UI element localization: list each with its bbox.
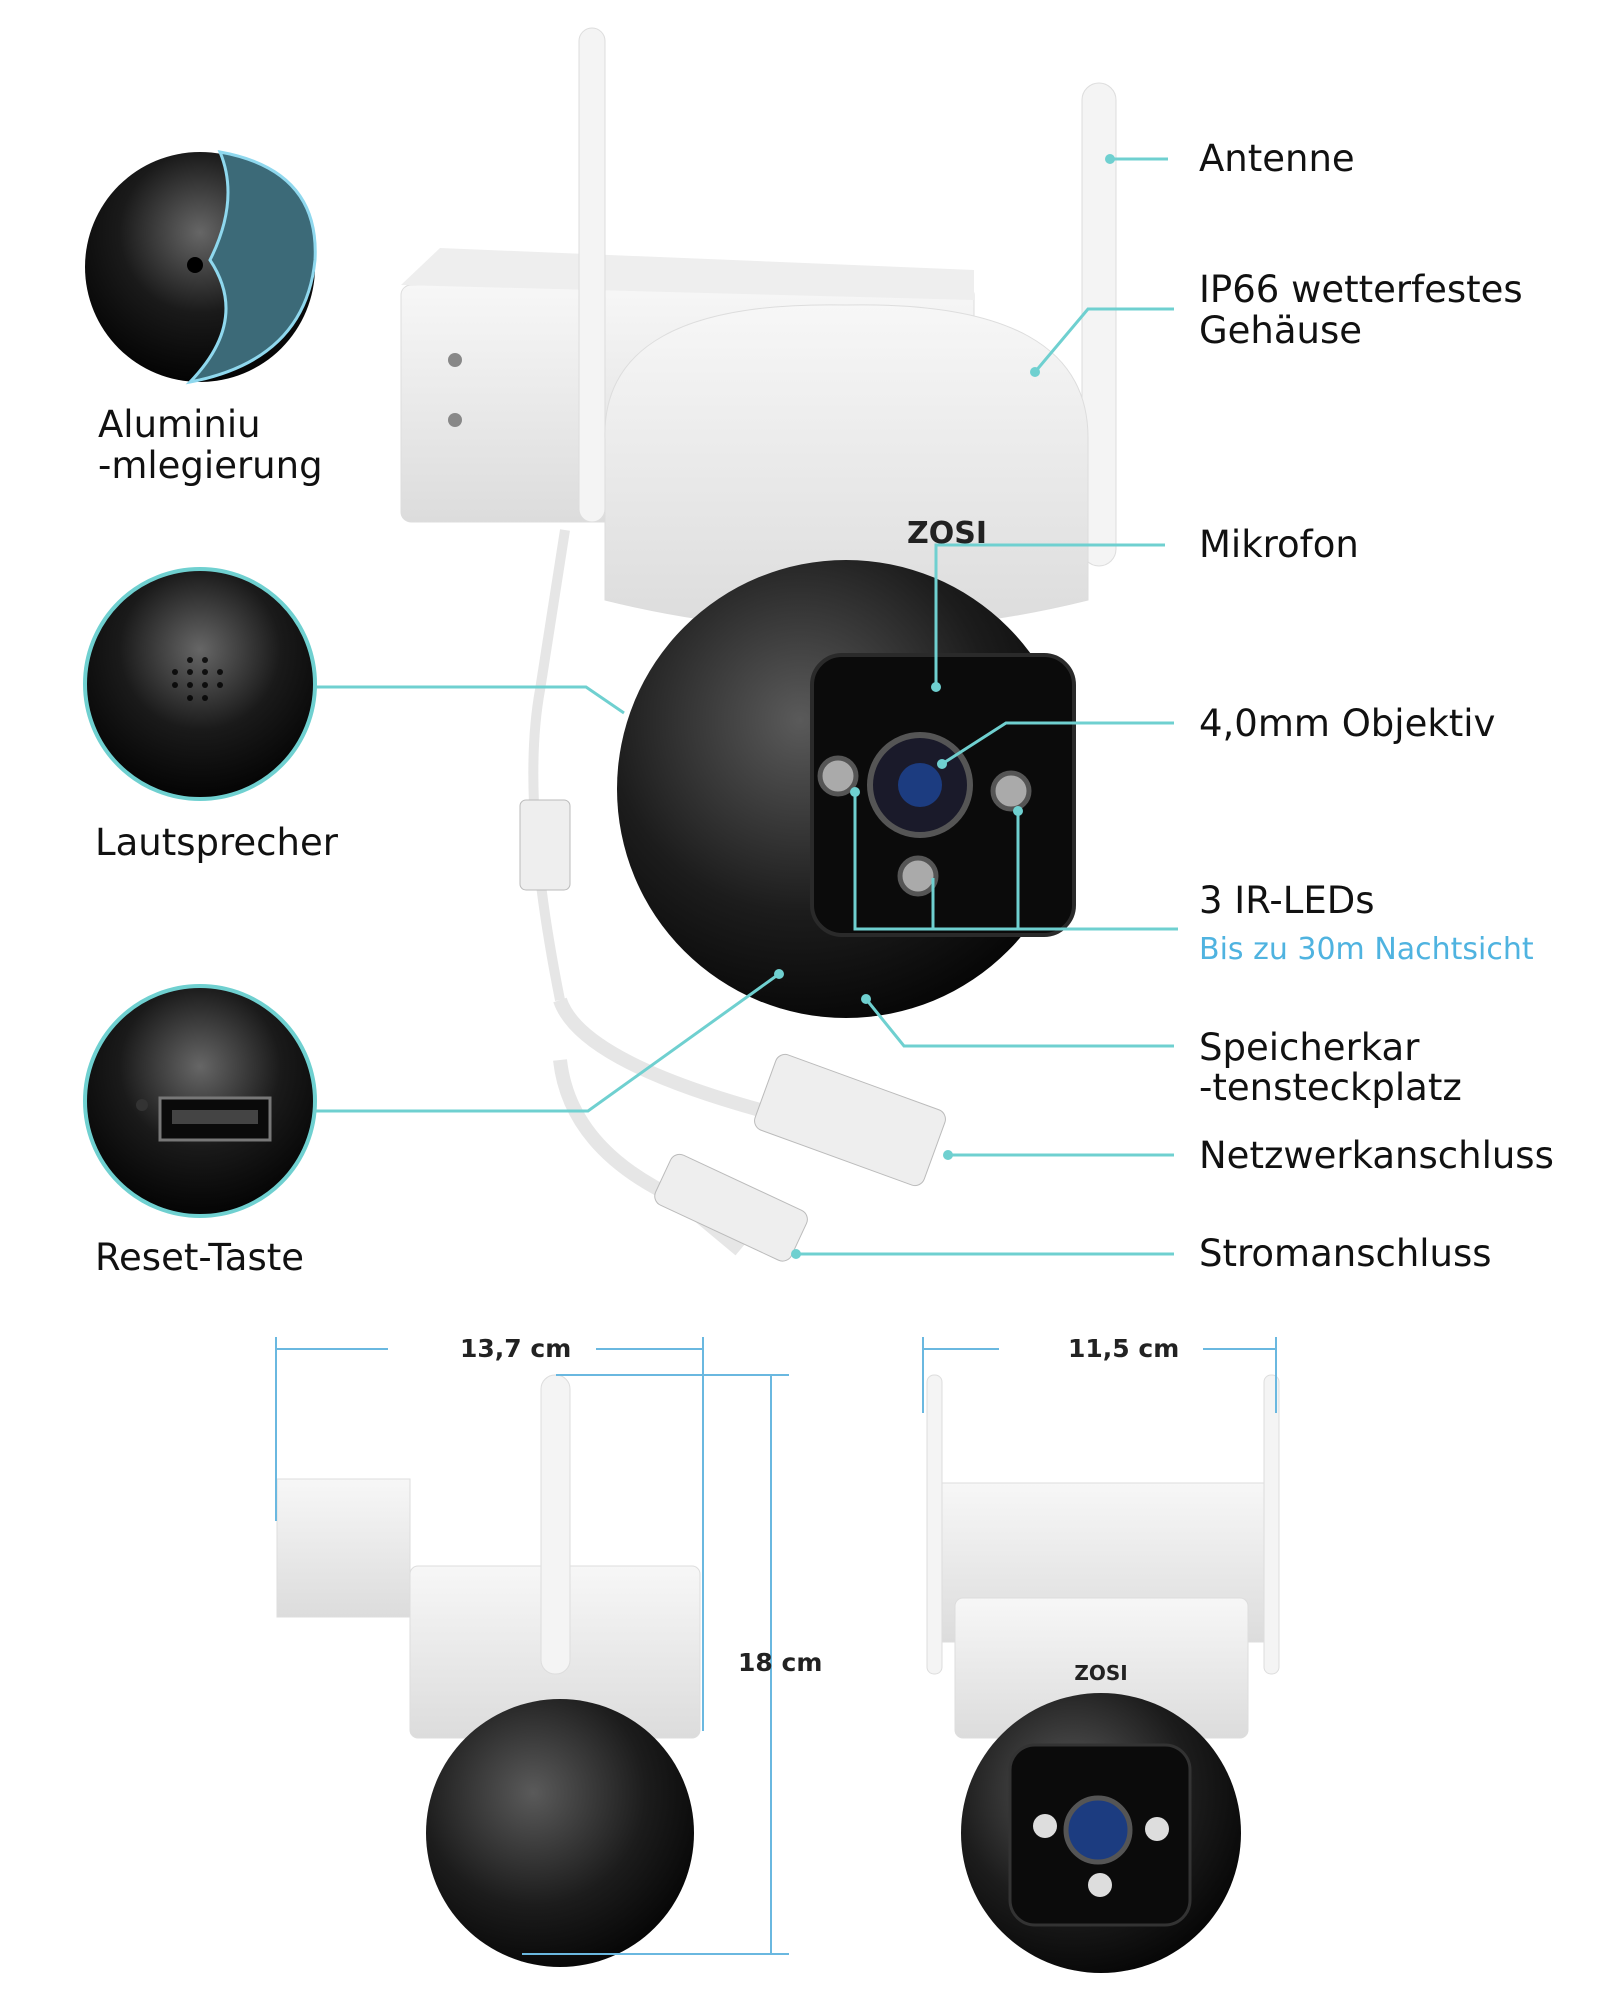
label-power: Stromanschluss <box>1199 1232 1492 1275</box>
label-housing-2: Gehäuse <box>1199 309 1363 352</box>
label-ir-leds: 3 IR-LEDs <box>1199 879 1375 922</box>
leader-dots <box>774 154 1115 1259</box>
label-microphone: Mikrofon <box>1199 523 1359 566</box>
label-antenna: Antenne <box>1199 137 1355 180</box>
reset-detail-circle <box>83 984 317 1218</box>
label-aluminium-2: -mlegierung <box>98 444 323 487</box>
dimension-width-side: 13,7 cm <box>460 1334 572 1363</box>
label-sd-slot-2: -tensteckplatz <box>1199 1066 1462 1109</box>
dimension-width-front: 11,5 cm <box>1068 1334 1180 1363</box>
label-reset: Reset-Taste <box>95 1236 305 1279</box>
label-housing-1: IP66 wetterfestes <box>1199 268 1523 311</box>
front-brand-logo: ZOSI <box>1074 1661 1127 1685</box>
aluminium-detail-circle <box>85 150 317 385</box>
dimension-height: 18 cm <box>738 1648 823 1677</box>
label-network: Netzwerkanschluss <box>1199 1134 1554 1177</box>
label-lens: 4,0mm Objektiv <box>1199 702 1496 745</box>
label-sd-slot-1: Speicherkar <box>1199 1026 1420 1069</box>
leader-lines <box>314 157 1178 1256</box>
speaker-detail-circle <box>83 567 317 801</box>
main-camera: ZOSI <box>400 27 1117 1262</box>
dimension-lines <box>275 1337 1277 1955</box>
front-view-camera: ZOSI <box>926 1374 1280 1973</box>
label-speaker: Lautsprecher <box>95 821 338 864</box>
side-view-camera <box>276 1374 701 1967</box>
label-ir-leds-sub: Bis zu 30m Nachtsicht <box>1199 932 1534 967</box>
label-aluminium-1: Aluminiu <box>98 403 261 446</box>
